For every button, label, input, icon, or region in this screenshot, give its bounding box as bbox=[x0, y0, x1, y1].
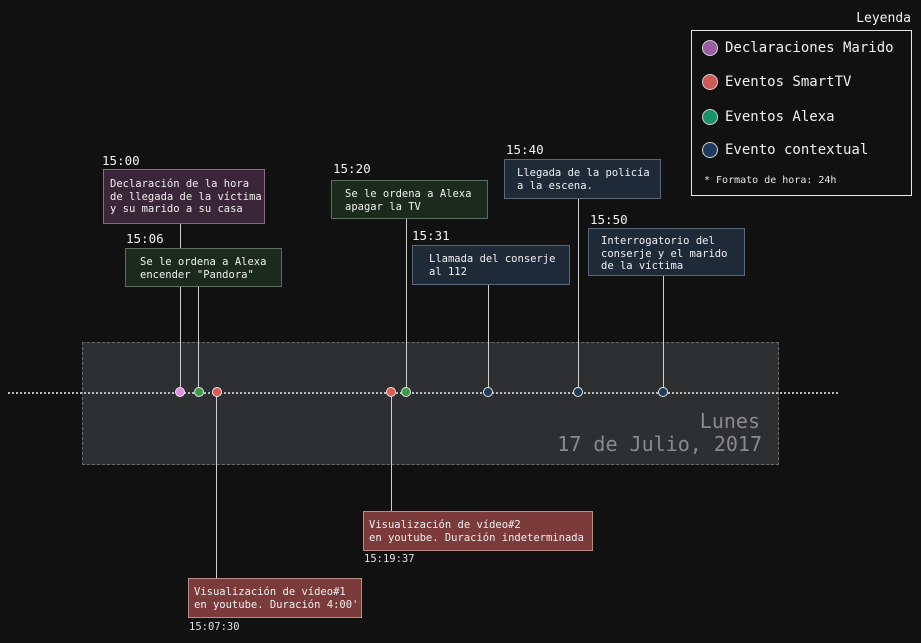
legend-item-alexa: Eventos Alexa bbox=[702, 109, 835, 125]
event-box-151937: Visualización de vídeo#2 en youtube. Dur… bbox=[363, 511, 593, 551]
event-time-1550: 15:50 bbox=[590, 212, 628, 227]
event-dot-1531 bbox=[483, 387, 493, 397]
timeline-axis bbox=[8, 392, 838, 394]
event-dot-151937 bbox=[386, 387, 396, 397]
connector-1531 bbox=[488, 284, 489, 392]
event-dot-150730 bbox=[212, 387, 222, 397]
day-date: 17 de Julio, 2017 bbox=[557, 432, 762, 456]
event-dot-1540 bbox=[573, 387, 583, 397]
legend-item-contextual: Evento contextual bbox=[702, 142, 868, 158]
legend-item-declaraciones: Declaraciones Marido bbox=[702, 40, 894, 56]
connector-1520 bbox=[406, 218, 407, 392]
connector-1550 bbox=[663, 275, 664, 392]
event-box-150730: Visualización de vídeo#1 en youtube. Dur… bbox=[188, 578, 362, 618]
legend-swatch-alexa bbox=[702, 109, 718, 125]
event-dot-1520 bbox=[401, 387, 411, 397]
legend-label-alexa: Eventos Alexa bbox=[725, 109, 835, 125]
event-box-1540: Llegada de la policía a la escena. bbox=[504, 159, 661, 199]
event-time-151937: 15:19:37 bbox=[364, 553, 415, 565]
event-time-1500: 15:00 bbox=[102, 153, 140, 168]
connector-151937 bbox=[391, 392, 392, 512]
legend-note: * Formato de hora: 24h bbox=[704, 175, 837, 186]
legend-swatch-declaraciones bbox=[702, 40, 718, 56]
event-dot-1550 bbox=[658, 387, 668, 397]
legend-item-smarttv: Eventos SmartTV bbox=[702, 74, 851, 90]
event-time-1506: 15:06 bbox=[126, 231, 164, 246]
event-box-1506: Se le ordena a Alexa encender "Pandora" bbox=[125, 248, 282, 287]
connector-1506 bbox=[198, 286, 199, 392]
legend-label-contextual: Evento contextual bbox=[725, 142, 869, 158]
legend-label-smarttv: Eventos SmartTV bbox=[725, 74, 852, 90]
legend-box bbox=[691, 30, 912, 196]
connector-1540 bbox=[578, 198, 579, 392]
connector-1500 bbox=[180, 224, 181, 392]
event-box-1531: Llamada del conserje al 112 bbox=[412, 245, 570, 285]
legend-swatch-contextual bbox=[702, 142, 718, 158]
event-box-1520: Se le ordena a Alexa apagar la TV bbox=[331, 180, 488, 219]
event-dot-1500 bbox=[175, 387, 185, 397]
event-time-1531: 15:31 bbox=[412, 228, 450, 243]
event-box-1500: Declaración de la hora de llegada de la … bbox=[103, 169, 265, 224]
event-time-1520: 15:20 bbox=[333, 161, 371, 176]
event-box-1550: Interrogatorio del conserje y el marido … bbox=[588, 228, 745, 276]
legend-label-declaraciones: Declaraciones Marido bbox=[725, 40, 894, 56]
legend-title: Leyenda bbox=[856, 11, 911, 26]
connector-150730 bbox=[216, 392, 217, 578]
event-dot-1506 bbox=[194, 387, 204, 397]
event-time-150730: 15:07:30 bbox=[189, 621, 240, 633]
legend-swatch-smarttv bbox=[702, 74, 718, 90]
event-time-1540: 15:40 bbox=[506, 142, 544, 157]
day-name: Lunes bbox=[699, 409, 760, 433]
